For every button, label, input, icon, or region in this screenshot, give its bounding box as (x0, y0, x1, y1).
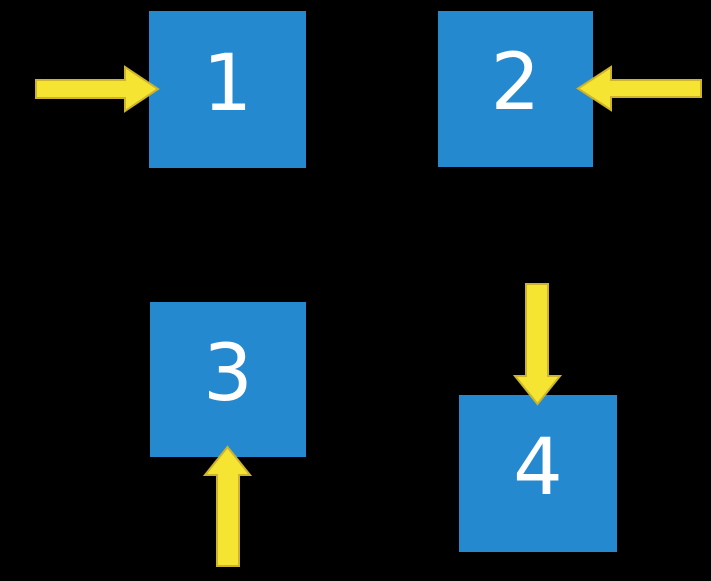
arrow-up-icon (203, 445, 252, 567)
box-1-label: 1 (202, 38, 253, 129)
box-4-label: 4 (513, 422, 563, 513)
box-2-label: 2 (490, 38, 541, 128)
arrow-right-icon (35, 65, 160, 113)
box-4: 4 (459, 395, 617, 552)
box-1: 1 (149, 11, 306, 168)
box-3-label: 3 (203, 328, 253, 419)
box-3: 3 (150, 302, 306, 457)
box-2: 2 (438, 11, 593, 167)
arrow-left-icon (576, 65, 702, 112)
arrow-down-icon (513, 283, 562, 406)
